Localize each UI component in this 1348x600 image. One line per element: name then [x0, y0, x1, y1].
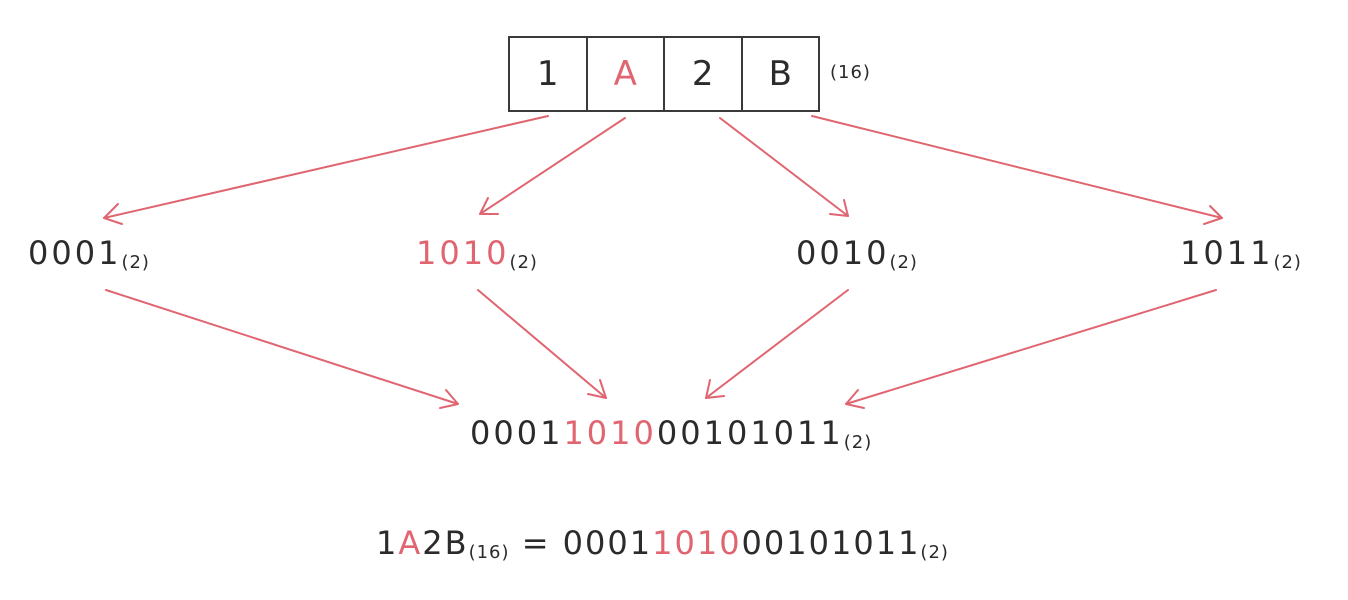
arrow-nibble4-to-combined — [845, 289, 1217, 405]
nibble-base: (2) — [121, 252, 150, 273]
hex-digit-b: B — [768, 54, 792, 94]
nibble-bits: 1010 — [416, 234, 510, 272]
combined-part: 1010 — [563, 414, 657, 452]
arrow-nibble1-to-combined — [105, 289, 459, 405]
nibble-base: (2) — [1273, 252, 1302, 273]
equation-hex-base: (16) — [468, 542, 510, 563]
arrow-a-to-nibble — [479, 117, 626, 215]
combined-part: 0001 — [470, 414, 564, 452]
equation-hex: 2B — [422, 524, 469, 562]
equation-bin: 1010 — [652, 524, 742, 562]
equation-bin: 1011 — [830, 524, 921, 562]
hex-digit-box: 1 A 2 B — [508, 36, 820, 112]
arrowhead — [439, 389, 459, 409]
arrowhead — [103, 203, 123, 225]
nibble-base: (2) — [509, 252, 538, 273]
combined-base: (2) — [843, 432, 873, 453]
nibble-bits: 0001 — [28, 234, 122, 272]
equation-hex: A — [398, 524, 423, 562]
arrow-1-to-nibble — [103, 115, 549, 219]
arrow-b-to-nibble — [811, 115, 1223, 219]
nibble-bits: 1011 — [1180, 234, 1274, 272]
arrowhead — [479, 197, 499, 215]
arrow-nibble2-to-combined — [477, 289, 607, 399]
equation-bin-base: (2) — [920, 542, 949, 563]
equation-bin: 0001 — [562, 524, 653, 562]
nibble-0010: 0010(2) — [796, 234, 918, 273]
hex-digit-2: 2 — [665, 38, 743, 110]
combined-part: 0010 — [656, 414, 751, 452]
arrow-2-to-nibble — [719, 117, 849, 217]
hex-base-label: (16) — [830, 62, 871, 83]
arrowhead — [829, 199, 849, 217]
arrow-nibble3-to-combined — [705, 289, 849, 399]
hex-digit-a: A — [588, 38, 665, 110]
equation-hex: 1 — [376, 524, 399, 562]
nibble-bits: 0010 — [796, 234, 890, 272]
combined-part: 1011 — [750, 414, 844, 452]
combined-binary: 0001101000101011(2) — [470, 414, 872, 453]
equation: 1A2B(16) = 0001101000101011(2) — [376, 524, 949, 563]
arrowhead — [587, 379, 607, 399]
nibble-1011: 1011(2) — [1180, 234, 1302, 273]
hex-digit-1: 1 — [510, 38, 588, 110]
nibble-1010: 1010(2) — [416, 234, 538, 273]
arrowhead — [705, 379, 725, 399]
nibble-base: (2) — [889, 252, 918, 273]
nibble-0001: 0001(2) — [28, 234, 150, 273]
equation-bin: 0010 — [741, 524, 831, 562]
arrowhead — [845, 389, 865, 409]
arrowhead — [1203, 205, 1223, 225]
equation-equals: = — [521, 524, 551, 562]
